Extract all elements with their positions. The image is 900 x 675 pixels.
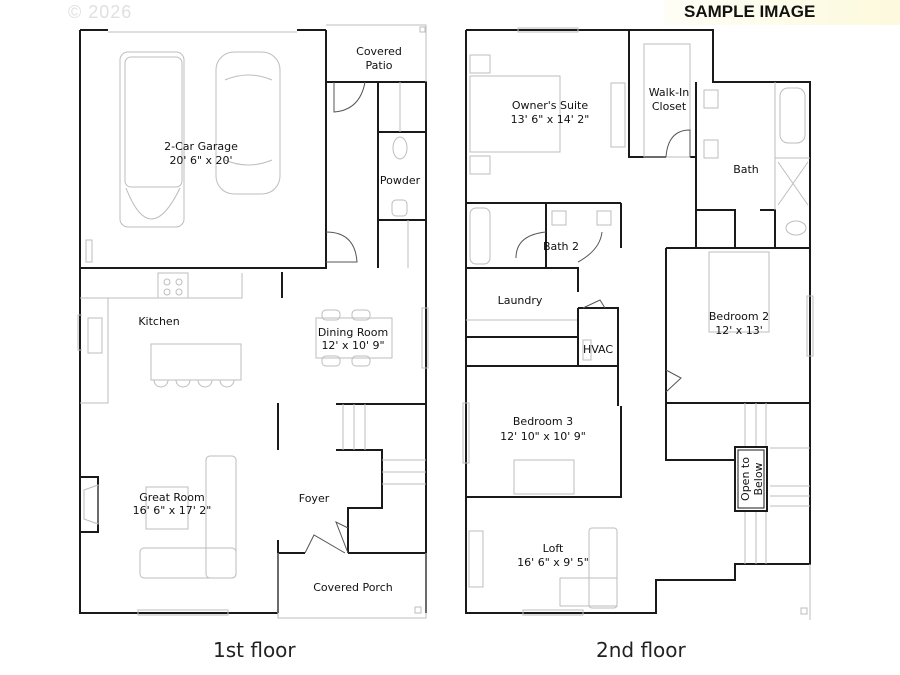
room-label-walk-in-closet-line2: Closet — [652, 100, 687, 113]
room-label-hvac: HVAC — [583, 343, 613, 356]
room-label-bedroom-2: Bedroom 2 — [709, 310, 769, 323]
caption-first-floor: 1st floor — [213, 638, 296, 662]
room-label-bath: Bath — [733, 163, 759, 176]
room-label-garage: 2-Car Garage — [164, 140, 238, 153]
room-size-bedroom-2: 12' x 13' — [715, 324, 763, 337]
sample-image-badge: SAMPLE IMAGE — [664, 0, 900, 25]
room-size-great-room: 16' 6" x 17' 2" — [133, 504, 212, 517]
room-label-bedroom-3: Bedroom 3 — [513, 415, 573, 428]
room-label-dining-room: Dining Room — [318, 326, 388, 339]
room-size-owners-suite: 13' 6" x 14' 2" — [511, 113, 590, 126]
second-floor-labels: Owner's Suite 13' 6" x 14' 2" Walk-In Cl… — [498, 86, 770, 569]
room-label-loft: Loft — [543, 542, 564, 555]
room-label-covered-porch: Covered Porch — [313, 581, 393, 594]
room-label-owners-suite: Owner's Suite — [512, 99, 588, 112]
room-label-foyer: Foyer — [299, 492, 330, 505]
first-floor-labels: 2-Car Garage 20' 6" x 20' Covered Patio … — [133, 45, 421, 594]
label-open-to-below-line2: Below — [752, 462, 765, 495]
room-size-bedroom-3: 12' 10" x 10' 9" — [500, 430, 586, 443]
second-floor-plan — [462, 27, 814, 620]
label-open-to-below: Open to — [739, 457, 752, 501]
room-size-loft: 16' 6" x 9' 5" — [517, 556, 589, 569]
room-label-great-room: Great Room — [139, 491, 204, 504]
room-label-laundry: Laundry — [498, 294, 543, 307]
room-label-covered-patio-line2: Patio — [366, 59, 393, 72]
room-size-garage: 20' 6" x 20' — [169, 154, 232, 167]
badge-label: SAMPLE IMAGE — [684, 2, 816, 21]
caption-second-floor: 2nd floor — [596, 638, 686, 662]
copyright-watermark: © 2026 — [68, 2, 133, 22]
room-label-powder: Powder — [380, 174, 421, 187]
room-size-dining-room: 12' x 10' 9" — [321, 339, 384, 352]
room-label-walk-in-closet: Walk-In — [649, 86, 690, 99]
room-label-bath-2: Bath 2 — [543, 240, 579, 253]
room-label-kitchen: Kitchen — [138, 315, 179, 328]
room-label-covered-patio: Covered — [356, 45, 402, 58]
first-floor-plan — [77, 24, 429, 619]
